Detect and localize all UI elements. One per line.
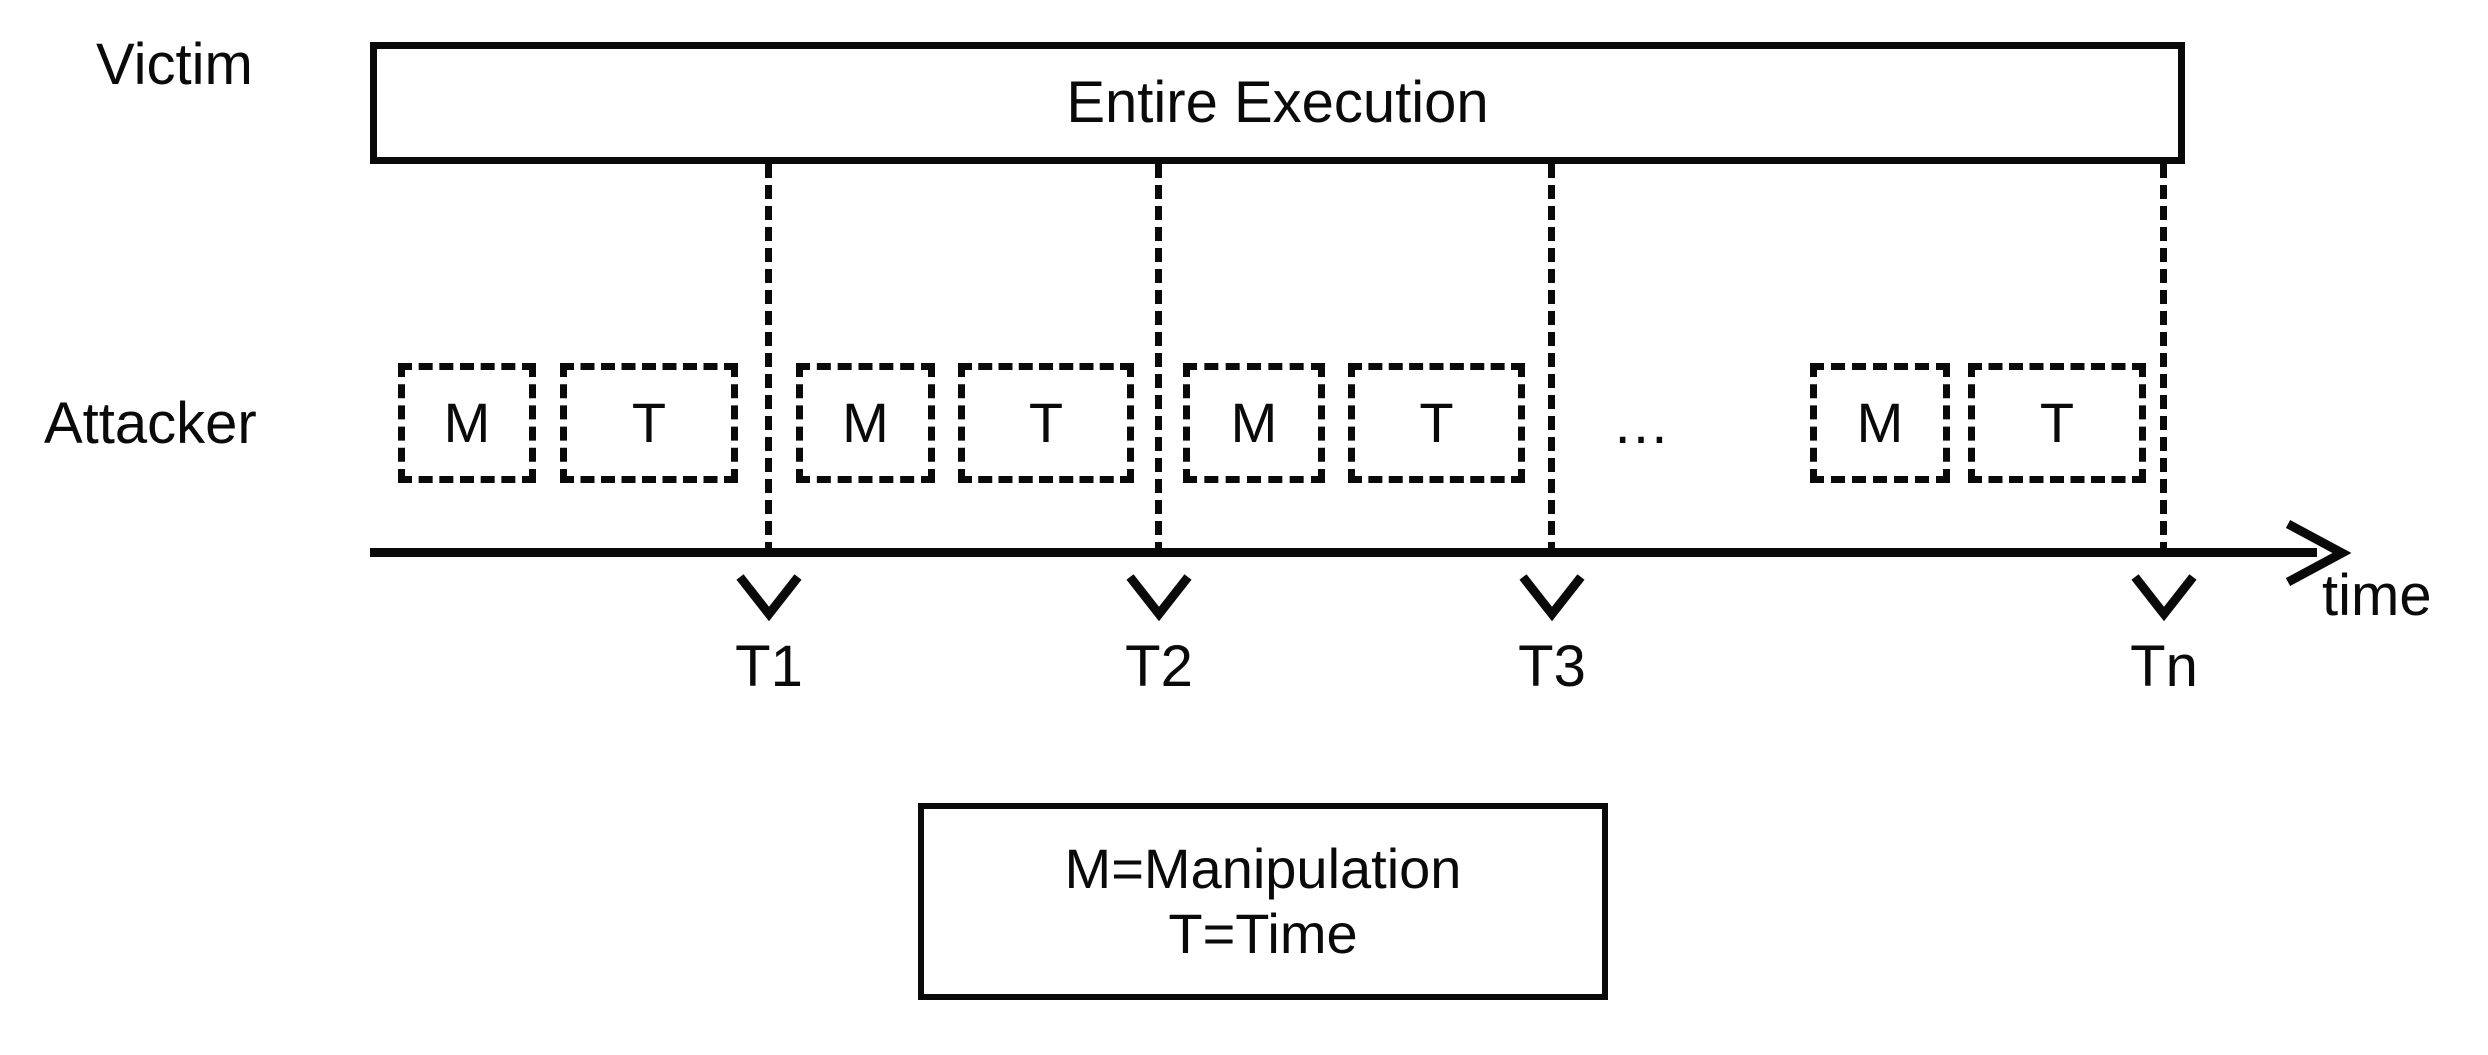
time-axis-arrowhead [2285,520,2352,586]
attacker-manipulation-box-3: M [1183,363,1325,483]
attacker-row-label: Attacker [44,391,257,456]
legend-line-time: T=Time [1168,901,1358,965]
time-axis-label: time [2322,563,2432,628]
time-tick-arrow-tn [2131,574,2197,622]
time-tick-arrow-t2 [1126,574,1192,622]
attacker-ellipsis: … [1612,391,1676,456]
time-tick-arrow-t3 [1519,574,1585,622]
attacker-time-box-2: T [958,363,1134,483]
time-tick-arrow-t1 [736,574,802,622]
attacker-time-label-3: T [1419,391,1454,454]
legend-box: M=Manipulation T=Time [918,803,1608,1000]
time-axis-line [370,548,2317,557]
time-tick-label-tn: Tn [2130,634,2198,699]
victim-execution-bar-label: Entire Execution [1066,70,1489,135]
attacker-time-label-1: T [631,391,667,454]
attacker-manipulation-box-4: M [1810,363,1950,483]
attacker-time-label-4: T [2039,391,2075,454]
victim-execution-bar: Entire Execution [370,42,2185,164]
attacker-manipulation-label-4: M [1856,391,1904,454]
time-marker-line-t2 [1155,164,1162,556]
time-tick-label-t2: T2 [1125,634,1193,699]
attacker-manipulation-label-3: M [1230,391,1278,454]
victim-row-label: Victim [96,32,253,97]
attacker-manipulation-label-1: M [443,391,491,454]
attacker-time-box-1: T [560,363,738,483]
time-marker-line-t1 [765,164,772,556]
time-marker-line-t3 [1548,164,1555,556]
attacker-manipulation-box-1: M [398,363,536,483]
time-tick-label-t1: T1 [735,634,803,699]
attacker-time-box-3: T [1348,363,1525,483]
legend-line-manipulation: M=Manipulation [1064,836,1462,900]
time-marker-line-tn [2160,164,2167,556]
attacker-time-box-4: T [1968,363,2146,483]
attacker-manipulation-label-2: M [842,391,889,454]
time-tick-label-t3: T3 [1518,634,1586,699]
attacker-time-label-2: T [1028,391,1064,454]
attacker-manipulation-box-2: M [796,363,935,483]
